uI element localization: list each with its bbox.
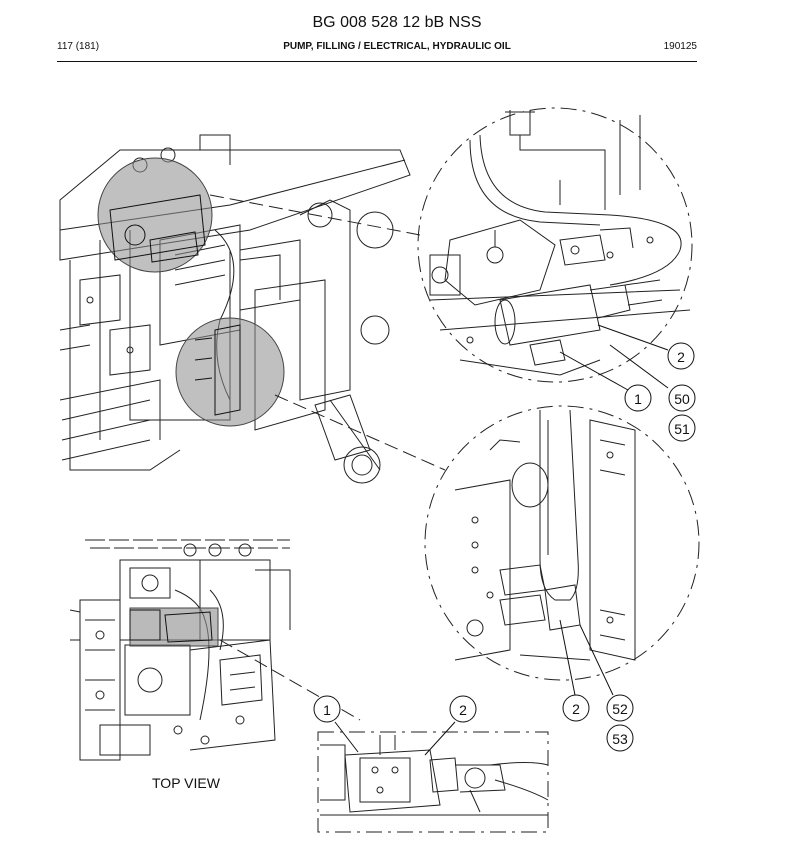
callout-balloon: [606, 694, 634, 722]
callout-balloon: [606, 724, 634, 752]
callout-balloons: [313, 342, 696, 752]
highlight-zone-lower: [175, 317, 285, 427]
date-code: 190125: [663, 41, 697, 52]
top-view-label: TOP VIEW: [152, 775, 220, 791]
callout-number: 2: [572, 701, 580, 717]
enlarged-pump-detail: [317, 731, 549, 833]
callout-number: 50: [674, 391, 690, 407]
detail-view-filter: [424, 405, 700, 681]
callout-number: 1: [634, 391, 642, 407]
callout-number: 51: [674, 421, 690, 437]
callout-number: 2: [677, 349, 685, 365]
header-rule: [57, 61, 697, 62]
callout-balloon: [668, 414, 696, 442]
callout-balloon: [667, 342, 695, 370]
main-isometric-view: [59, 134, 411, 484]
top-view-drawing: [69, 539, 291, 761]
callout-balloon: [562, 694, 590, 722]
callout-number: 2: [459, 702, 467, 718]
callout-number: 1: [323, 702, 331, 718]
callout-number: 53: [612, 731, 628, 747]
detail-view-pump: [417, 107, 693, 383]
section-title: PUMP, FILLING / ELECTRICAL, HYDRAULIC OI…: [283, 41, 511, 52]
page-reference: 117 (181): [57, 41, 100, 52]
callout-balloon: [313, 695, 341, 723]
callout-balloon: [624, 384, 652, 412]
callout-balloon: [668, 384, 696, 412]
callout-number: 52: [612, 701, 628, 717]
highlight-zone-upper: [97, 157, 213, 273]
callout-balloon: [449, 695, 477, 723]
document-title: BG 008 528 12 bB NSS: [312, 14, 482, 31]
